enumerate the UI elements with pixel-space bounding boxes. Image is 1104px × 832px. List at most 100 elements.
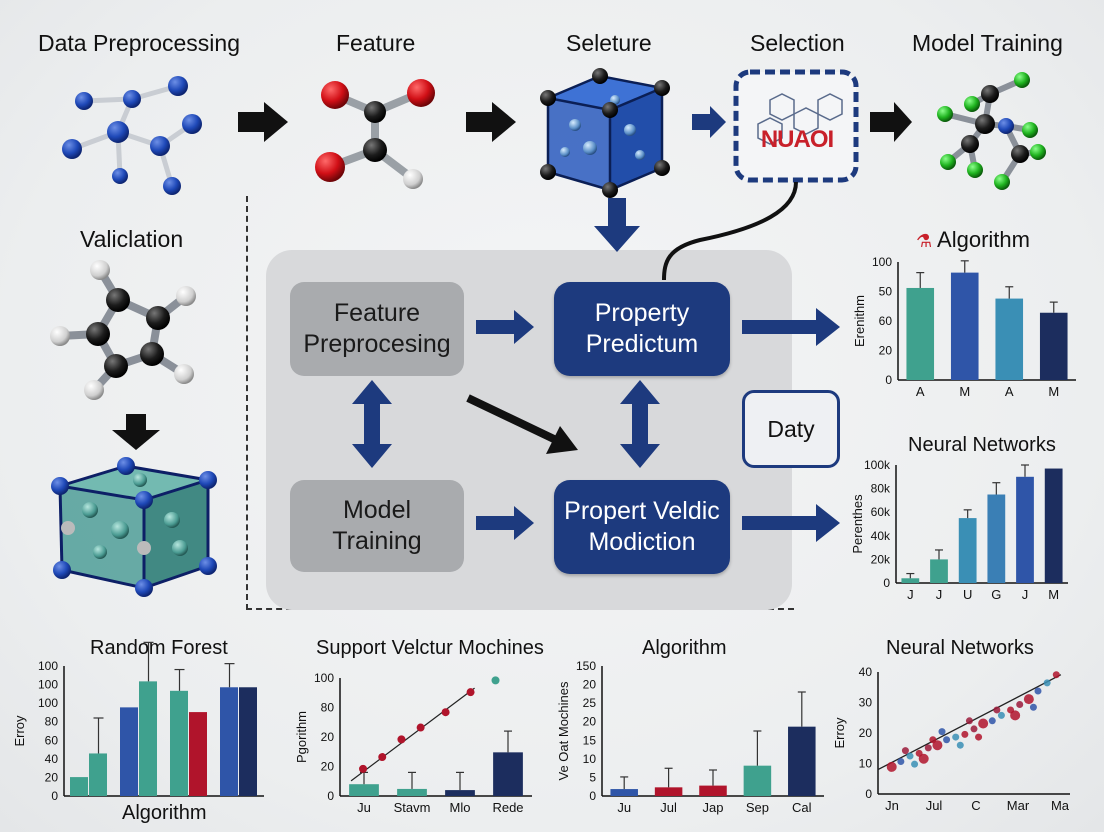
bottom-neural-point — [938, 728, 946, 736]
right-neural-ytick: 20k — [871, 552, 891, 566]
arrow-right-icon — [870, 102, 912, 142]
bottom-neural-point — [1010, 710, 1021, 721]
bottom-algorithm-bar — [610, 789, 638, 796]
right-neural-xtick: U — [963, 587, 972, 602]
right-algorithm-bar — [950, 272, 979, 380]
bottom-svm-point — [466, 688, 475, 697]
bottom-neural-point — [1023, 694, 1034, 705]
bottom-random-forest-ytick: 80 — [45, 715, 59, 729]
title-data-preprocessing: Data Preprocessing — [38, 30, 240, 56]
top-arrows — [238, 102, 912, 142]
bottom-svm-point — [416, 723, 425, 732]
right-neural-bar — [1016, 476, 1034, 583]
arrow-down-icon — [594, 198, 640, 252]
bottom-random-forest-ytick: 60 — [45, 733, 59, 747]
connector-line — [662, 181, 798, 281]
bottom-algorithm-xtick: Cal — [792, 800, 812, 815]
bottom-neural-point — [1029, 703, 1037, 711]
right-neural-bar — [930, 559, 948, 583]
bottom-svm-point — [397, 735, 406, 744]
bottom-neural-point — [918, 753, 929, 764]
bottom-neural-point — [886, 761, 897, 772]
right-neural-bar — [1044, 468, 1063, 583]
bottom-svm-ylabel: Pgorithm — [294, 711, 309, 763]
bottom-algorithm-xtick: Sep — [746, 800, 769, 815]
right-neural-ytick: 40k — [871, 529, 891, 543]
right-neural-bar — [901, 578, 920, 583]
bottom-algorithm-xtick: Jul — [660, 800, 677, 815]
model-training-box[interactable]: Model Training — [290, 480, 464, 572]
bottom-neural-point — [997, 711, 1005, 719]
title-valiclation: Valiclation — [80, 226, 184, 252]
bottom-algorithm-ytick: 25 — [583, 696, 597, 710]
nuaoi-label: NUAOI — [760, 126, 834, 153]
right-neural-xtick: J — [936, 587, 943, 602]
bottom-neural-point — [1016, 701, 1024, 709]
arrow-right-icon — [466, 102, 516, 142]
right-neural-xtick: G — [991, 587, 1001, 602]
arrow-right-icon — [742, 308, 840, 346]
right-algorithm-xtick: A — [916, 384, 925, 399]
daty-box[interactable]: Daty — [742, 390, 840, 468]
chart-title-right-algorithm: ⚗ Algorithm — [916, 227, 1030, 253]
title-seleture: Seleture — [566, 30, 652, 56]
feature-preprocessing-box[interactable]: Feature Preprocesing — [290, 282, 464, 376]
bottom-svm-xtick: Ju — [357, 800, 371, 815]
right-neural-ytick: 100k — [864, 458, 891, 472]
bottom-algorithm-ytick: 5 — [589, 770, 596, 784]
bottom-algorithm-ytick: 15 — [583, 733, 597, 747]
teal-crystal-icon — [51, 457, 217, 597]
bottom-random-forest-ytick: 0 — [51, 789, 58, 803]
property-veldic-box[interactable]: Propert Veldic Modiction — [554, 480, 730, 574]
arrow-right-icon — [238, 102, 288, 142]
bottom-neural-ytick: 0 — [865, 787, 872, 801]
bottom-neural-ytick: 40 — [859, 665, 873, 679]
bottom-svm-xtick: Mlo — [450, 800, 471, 815]
crystal-cube-icon — [540, 68, 670, 198]
bottom-svm-bar — [397, 788, 427, 796]
bottom-random-forest-bar — [139, 681, 157, 796]
right-algorithm-ytick: 0 — [885, 373, 892, 387]
arrow-right-icon — [692, 106, 726, 138]
bottom-neural-point — [978, 718, 989, 729]
bottom-algorithm-bar — [654, 787, 683, 796]
title-selection: Selection — [750, 30, 845, 56]
arrow-right-icon — [742, 504, 840, 542]
bottom-neural-xtick: C — [971, 798, 980, 813]
bottom-neural-xtick: Jn — [885, 798, 899, 813]
property-predictum-box[interactable]: Property Predictum — [554, 282, 730, 376]
bottom-random-forest-ytick: 100 — [38, 696, 58, 710]
bottom-neural-point — [961, 730, 969, 738]
right-neural-ytick: 0 — [883, 576, 890, 590]
bottom-random-forest-ytick: 40 — [45, 752, 59, 766]
bottom-neural-point — [952, 733, 960, 741]
bottom-random-forest-bar — [89, 753, 107, 796]
bottom-random-forest-ylabel: Erroy — [12, 715, 27, 747]
arrow-right-icon — [476, 310, 534, 344]
bottom-algorithm-ylabel: Ve Oat Mochines — [556, 681, 571, 780]
bottom-random-forest-ytick: 100 — [38, 678, 58, 692]
bottom-svm-point — [359, 764, 368, 773]
down-arrow-icon — [112, 414, 160, 450]
right-neural-ylabel: Perenthes — [850, 494, 865, 554]
bottom-svm-ytick: 20 — [321, 730, 335, 744]
chart-xlabel-random-forest: Algorithm — [122, 802, 207, 824]
bottom-neural-ytick: 10 — [859, 757, 873, 771]
chart-title-random-forest: Random Forest — [90, 637, 228, 659]
bottom-algorithm-bar — [788, 726, 816, 796]
bottom-svm-ytick: 80 — [321, 701, 335, 715]
bottom-svm-fit-line — [350, 687, 475, 782]
right-algorithm-ytick: 50 — [879, 285, 893, 299]
bottom-random-forest-bar — [220, 687, 238, 796]
bottom-svm-point — [378, 753, 387, 762]
bottom-neural-point — [943, 736, 951, 744]
bottom-random-forest-bar — [70, 777, 88, 796]
bottom-neural-xtick: Ma — [1051, 798, 1070, 813]
bottom-svm-ytick: 100 — [314, 671, 334, 685]
bottom-neural-point — [975, 733, 983, 741]
flask-icon: ⚗ — [916, 231, 933, 251]
right-algorithm-ytick: 20 — [879, 344, 893, 358]
right-algorithm-bar — [906, 287, 935, 380]
bottom-svm-point — [441, 708, 450, 717]
